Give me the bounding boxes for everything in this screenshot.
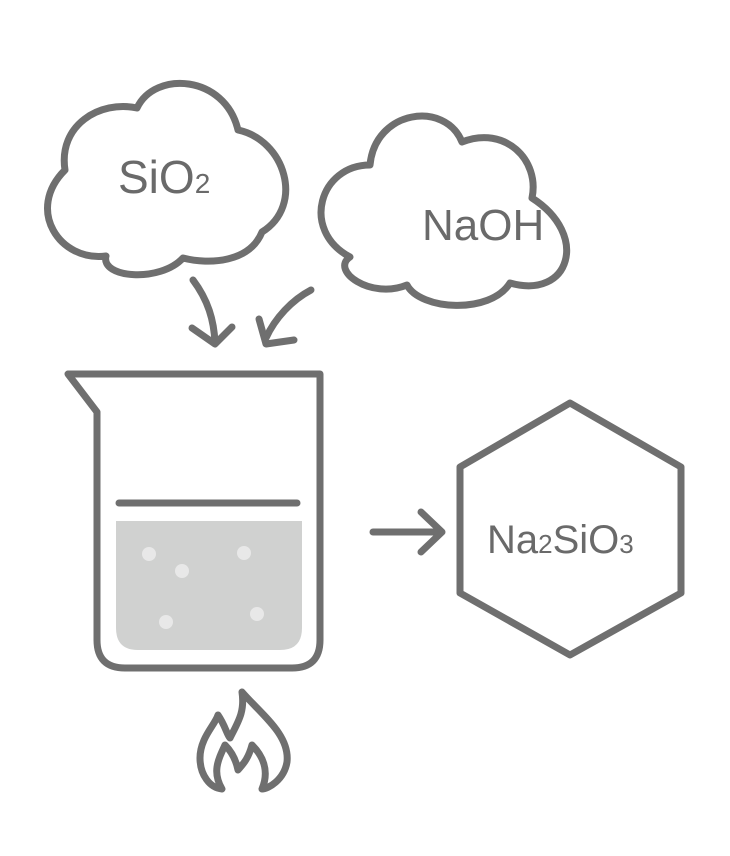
bubble: [175, 564, 189, 578]
liquid: [116, 521, 302, 650]
arrow-right-icon: [369, 508, 446, 556]
arrow-sio2-to-beaker-icon: [188, 276, 236, 348]
naoh-cloud: NaOH: [317, 112, 571, 309]
bubble: [159, 615, 173, 629]
bubble: [237, 546, 251, 560]
flame-icon: [196, 688, 291, 793]
na2sio3-label: Na2SiO3: [487, 518, 634, 562]
sio2-cloud: SiO2: [44, 80, 290, 279]
arrow-naoh-to-beaker-icon: [255, 286, 315, 348]
product-hexagon: Na2SiO3: [456, 399, 685, 659]
sio2-label: SiO2: [118, 151, 210, 203]
beaker-icon: [64, 370, 324, 672]
naoh-label: NaOH: [422, 201, 544, 250]
bubble: [250, 607, 264, 621]
bubbles: [142, 546, 264, 629]
bubble: [142, 547, 156, 561]
